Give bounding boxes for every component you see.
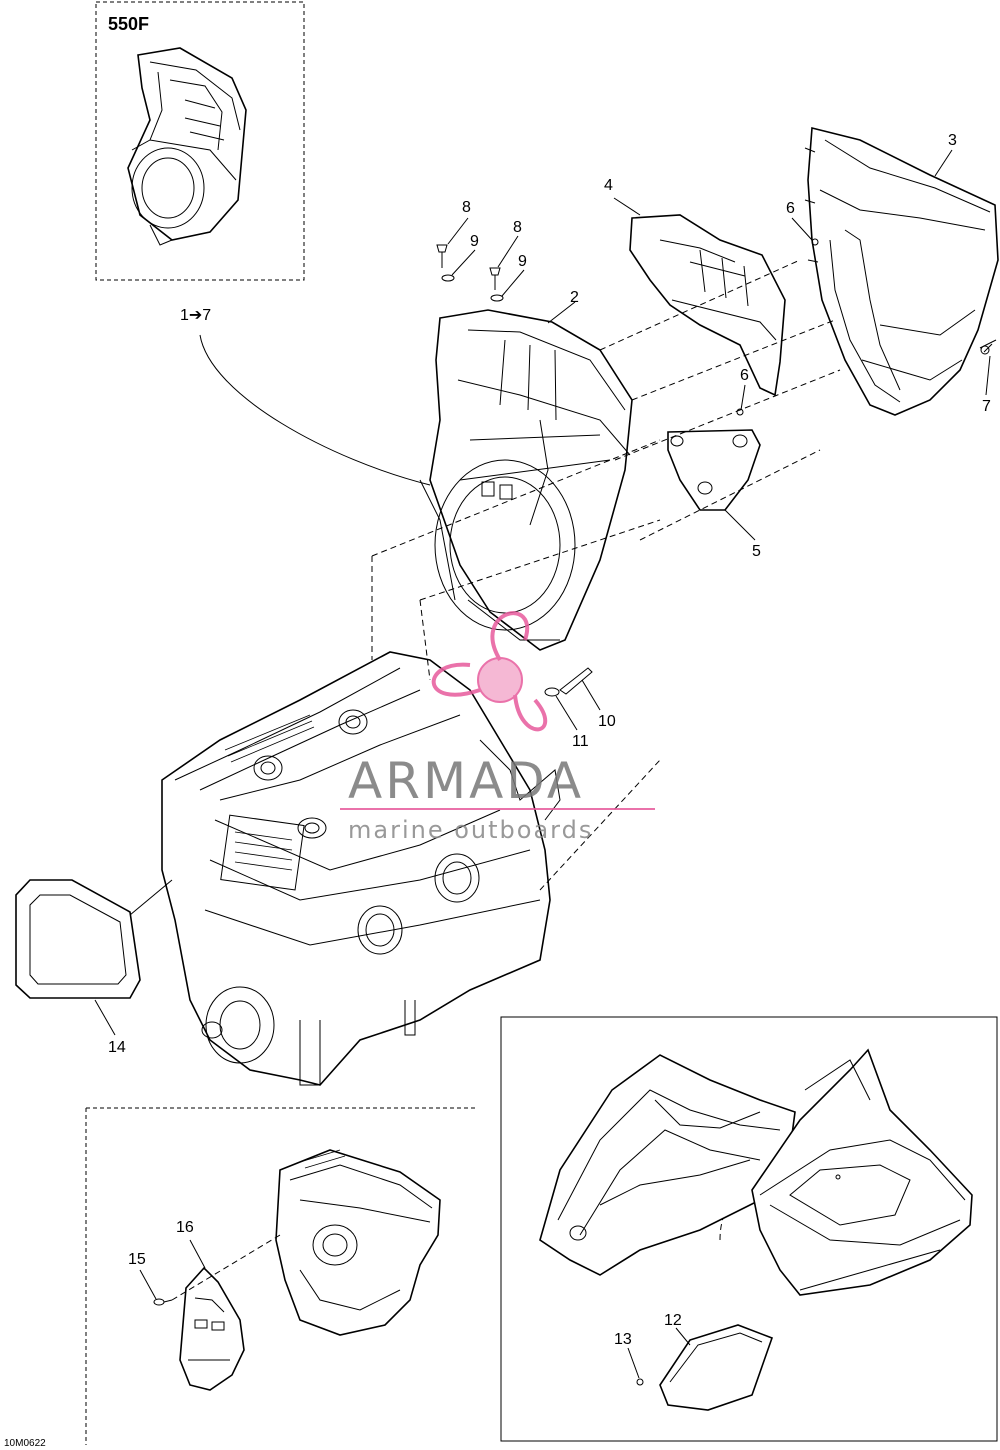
callout-5: 5	[752, 543, 761, 560]
callouts: 2 3 4 5 6 6 7 8 8 9 9 10 11 12 13 14 15 …	[108, 132, 991, 1348]
inset-bottom-left	[85, 1107, 476, 1445]
fastener-15	[153, 1298, 173, 1306]
part-3-top-cover	[804, 126, 999, 416]
callout-6-mid: 6	[740, 367, 749, 384]
assembly-callout: 1➔7	[180, 307, 211, 324]
callout-6-top: 6	[786, 200, 795, 217]
part-5-plate	[667, 429, 761, 511]
callout-9-left: 9	[470, 233, 479, 250]
inset-550f-label: 550F	[108, 14, 149, 34]
inset-engine-drawing	[275, 1149, 441, 1336]
fasteners-8-9	[436, 244, 504, 302]
callout-2: 2	[570, 289, 579, 306]
callout-13: 13	[614, 1331, 632, 1348]
callout-7: 7	[982, 398, 991, 415]
watermark-brand: ARMADA	[348, 752, 584, 810]
leader-lines	[94, 149, 991, 1379]
engine-block	[161, 651, 561, 1086]
callout-10: 10	[598, 713, 616, 730]
callout-15: 15	[128, 1251, 146, 1268]
callout-8-left: 8	[462, 199, 471, 216]
inset-bottom-right	[500, 1016, 998, 1442]
watermark-tagline: marine outboards	[348, 816, 593, 844]
armada-watermark: ARMADA marine outboards	[340, 611, 655, 844]
callout-14: 14	[108, 1039, 126, 1056]
callout-4: 4	[604, 177, 613, 194]
fastener-13	[636, 1378, 644, 1386]
inset-550f: 550F	[95, 1, 305, 281]
callout-9-right: 9	[518, 253, 527, 270]
callout-3: 3	[948, 132, 957, 149]
fasteners-10-11	[544, 667, 593, 697]
rear-cover-drawing	[751, 1048, 973, 1296]
figure-reference-code: 10M0622	[4, 1438, 46, 1449]
part-16-cover	[179, 1266, 245, 1391]
propeller-logo-icon	[431, 611, 548, 732]
callout-11: 11	[572, 733, 589, 750]
fasteners-6-7	[736, 238, 997, 416]
part-14-gasket	[15, 879, 141, 999]
callout-16: 16	[176, 1219, 194, 1236]
part-4-heat-shield	[629, 214, 786, 397]
part-2-main-shroud	[419, 309, 633, 651]
front-cover-drawing	[539, 1054, 796, 1276]
inset-550f-cover-drawing	[127, 47, 247, 246]
callout-12: 12	[664, 1312, 682, 1329]
callout-8-right: 8	[513, 219, 522, 236]
part-12-pad	[659, 1324, 774, 1411]
